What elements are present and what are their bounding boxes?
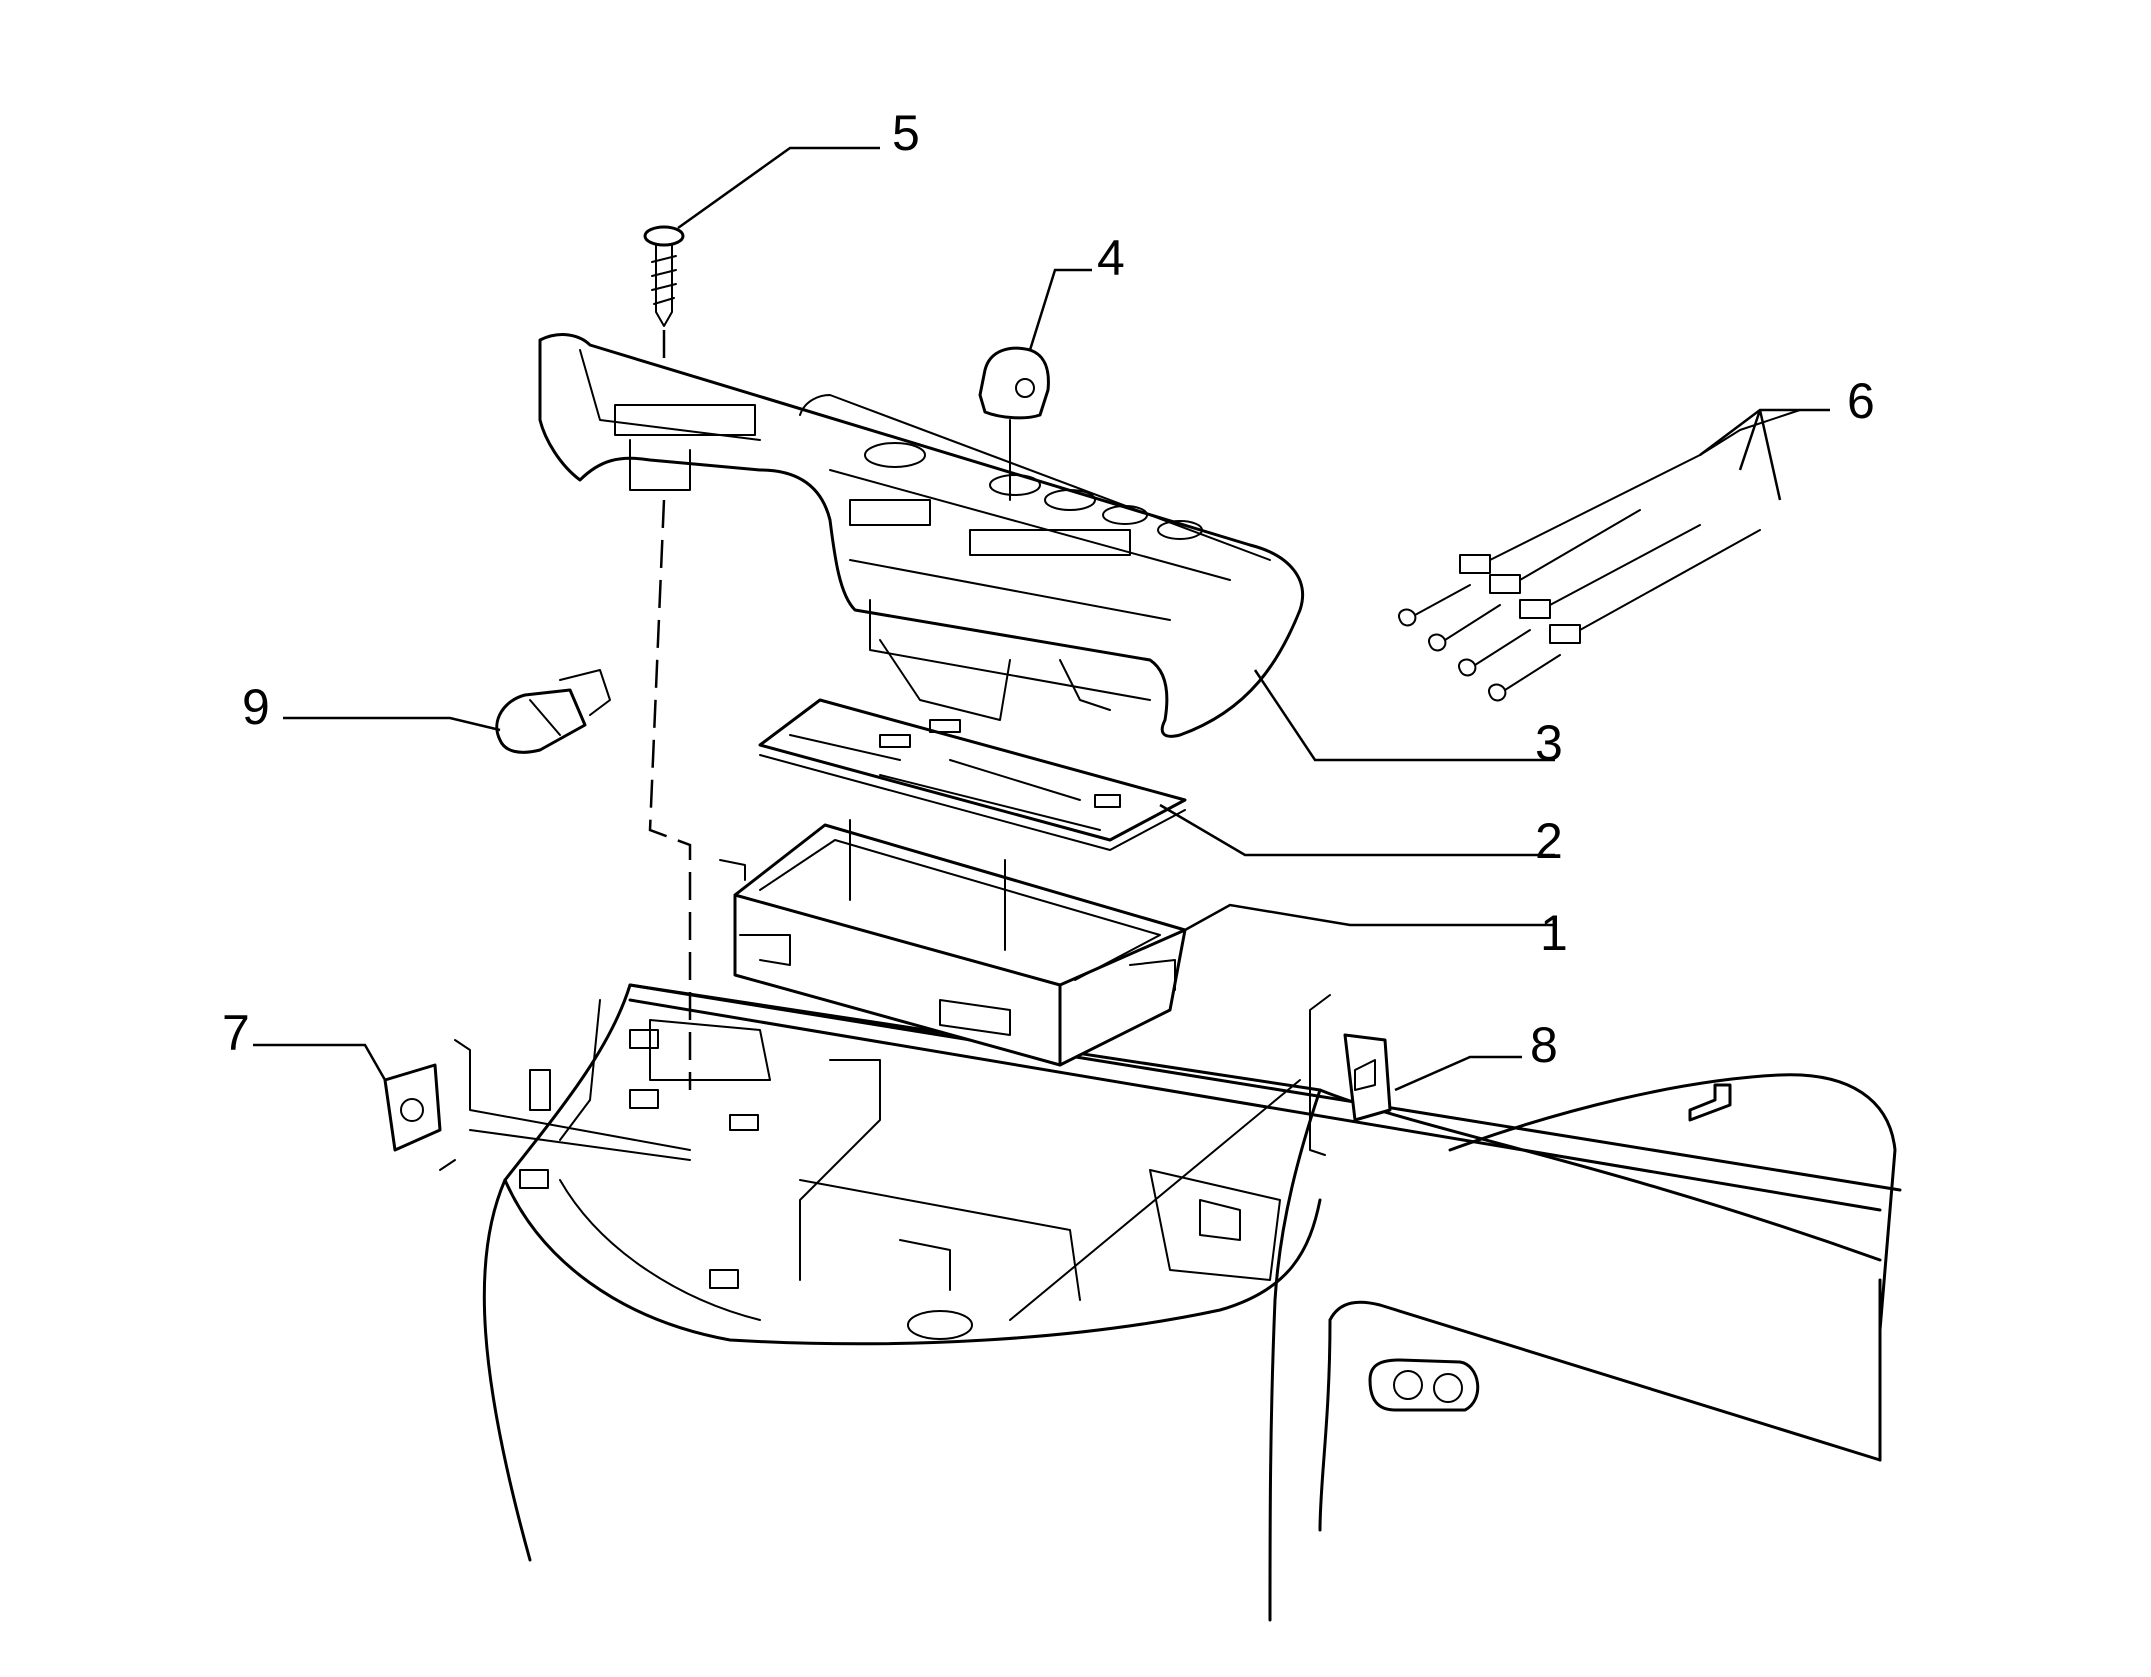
part-8-clip [1009, 994, 1392, 1321]
part-1-housing [719, 819, 1187, 1067]
callout-6: 6 [1847, 373, 1875, 429]
leader-2 [1159, 803, 1555, 857]
leader-5 [677, 146, 880, 230]
part-9-bulb [495, 669, 611, 754]
callout-2: 2 [1535, 813, 1563, 869]
part-3-console-cover [538, 333, 1305, 738]
callout-4: 4 [1097, 230, 1125, 286]
callout-7: 7 [222, 1005, 250, 1061]
callout-5: 5 [892, 105, 920, 161]
roof-lining [482, 983, 1902, 1622]
leader-6 [1699, 408, 1830, 501]
callout-1: 1 [1540, 905, 1568, 961]
leader-9 [283, 716, 501, 732]
part-2-circuit-board [758, 698, 1187, 851]
callout-3: 3 [1535, 715, 1563, 771]
part-4-cap [978, 346, 1050, 501]
leader-3 [1253, 669, 1555, 762]
part-6-bulbs [1398, 409, 1801, 702]
callout-labels: 1 2 3 4 5 6 7 8 9 [222, 105, 1875, 1073]
part-5-screw [643, 225, 692, 1090]
part-7-clip [383, 1039, 691, 1171]
leader-1 [1184, 903, 1555, 932]
leader-8 [1394, 1055, 1522, 1092]
callout-9: 9 [242, 679, 270, 735]
leader-lines [253, 146, 1830, 1092]
leader-7 [253, 1043, 387, 1081]
callout-8: 8 [1530, 1017, 1558, 1073]
leader-4 [1028, 268, 1092, 351]
